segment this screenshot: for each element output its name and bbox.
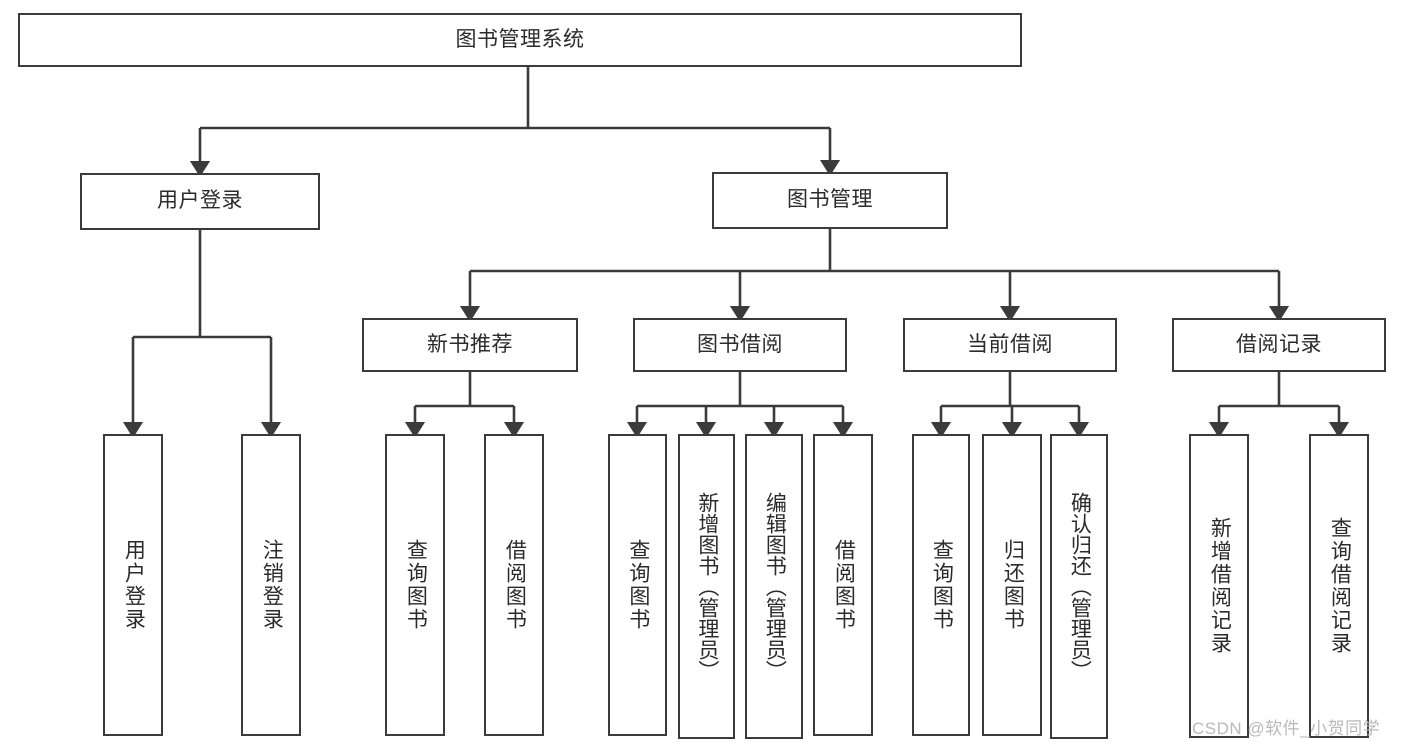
leaf-query-book-2[interactable]: 查询图书 bbox=[608, 434, 667, 736]
node-new-book-rec[interactable]: 新书推荐 bbox=[362, 318, 578, 372]
leaf-add-book[interactable]: 新增图书（管理员） bbox=[678, 434, 735, 739]
node-borrow-record[interactable]: 借阅记录 bbox=[1172, 318, 1386, 372]
leaf-edit-book[interactable]: 编辑图书（管理员） bbox=[745, 434, 803, 739]
leaf-user-login[interactable]: 用户登录 bbox=[103, 434, 163, 736]
node-book-borrow[interactable]: 图书借阅 bbox=[633, 318, 847, 372]
node-book-manage[interactable]: 图书管理 bbox=[712, 172, 948, 229]
leaf-return-book[interactable]: 归还图书 bbox=[982, 434, 1042, 736]
leaf-confirm-return[interactable]: 确认归还（管理员） bbox=[1050, 434, 1108, 739]
leaf-query-book-1[interactable]: 查询图书 bbox=[385, 434, 445, 736]
node-user-login[interactable]: 用户登录 bbox=[80, 173, 320, 230]
leaf-query-book-3[interactable]: 查询图书 bbox=[912, 434, 970, 736]
leaf-logout[interactable]: 注销登录 bbox=[241, 434, 301, 736]
node-current-borrow[interactable]: 当前借阅 bbox=[903, 318, 1117, 372]
watermark-csdn: CSDN @软件_小贺同学 bbox=[1192, 719, 1381, 738]
leaf-query-record[interactable]: 查询借阅记录 bbox=[1309, 434, 1369, 738]
leaf-borrow-book-2[interactable]: 借阅图书 bbox=[813, 434, 873, 736]
leaf-borrow-book-1[interactable]: 借阅图书 bbox=[484, 434, 544, 736]
node-root[interactable]: 图书管理系统 bbox=[18, 13, 1022, 67]
leaf-add-record[interactable]: 新增借阅记录 bbox=[1189, 434, 1249, 738]
